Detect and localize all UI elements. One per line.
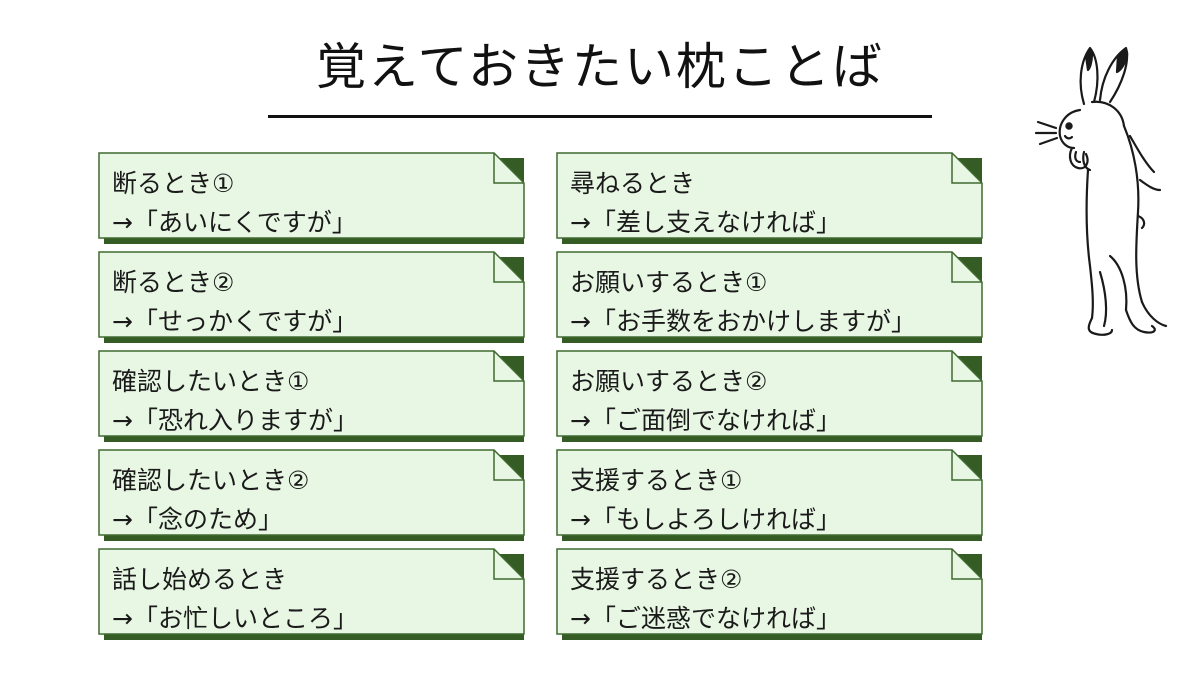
card-situation: お願いするとき① (570, 268, 768, 297)
card-situation: 支援するとき① (570, 466, 743, 495)
phrase-card: 話し始めるとき →「お忙しいところ」 (98, 548, 530, 640)
card-phrase: →「差し支えなければ」 (570, 208, 841, 237)
note-card-shape (556, 449, 983, 541)
note-card-shape (556, 251, 983, 343)
phrase-card: 確認したいとき① →「恐れ入りますが」 (98, 350, 530, 442)
phrase-card: お願いするとき② →「ご面倒でなければ」 (556, 350, 988, 442)
card-phrase: →「もしよろしければ」 (570, 505, 841, 534)
note-card-shape (556, 548, 983, 640)
card-phrase: →「あいにくですが」 (112, 208, 357, 237)
card-situation: 話し始めるとき (112, 565, 288, 594)
card-phrase: →「お忙しいところ」 (112, 604, 358, 633)
phrase-card: 断るとき① →「あいにくですが」 (98, 152, 530, 244)
phrase-card: 支援するとき② →「ご迷惑でなければ」 (556, 548, 988, 640)
card-phrase: →「ご迷惑でなければ」 (570, 604, 841, 633)
card-phrase: →「ご面倒でなければ」 (570, 406, 841, 435)
card-situation: 断るとき① (112, 169, 235, 198)
note-card-shape (98, 152, 525, 244)
card-phrase: →「お手数をおかけしますが」 (570, 307, 916, 336)
note-card-shape (98, 548, 525, 640)
note-card-shape (98, 350, 525, 442)
card-phrase: →「恐れ入りますが」 (112, 406, 358, 435)
card-situation: お願いするとき② (570, 367, 768, 396)
phrase-card: 尋ねるとき →「差し支えなければ」 (556, 152, 988, 244)
card-situation: 断るとき② (112, 268, 235, 297)
phrase-card: 支援するとき① →「もしよろしければ」 (556, 449, 988, 541)
card-situation: 確認したいとき② (112, 466, 310, 495)
phrase-card: お願いするとき① →「お手数をおかけしますが」 (556, 251, 988, 343)
note-card-shape (98, 449, 525, 541)
card-situation: 尋ねるとき (570, 169, 696, 198)
rabbit-illustration-icon (1034, 46, 1168, 336)
card-situation: 確認したいとき① (112, 367, 310, 396)
note-card-shape (556, 350, 983, 442)
card-phrase: →「せっかくですが」 (112, 307, 358, 336)
title-underline (268, 115, 932, 118)
card-situation: 支援するとき② (570, 565, 743, 594)
note-card-shape (98, 251, 525, 343)
note-card-shape (556, 152, 983, 244)
page-title: 覚えておきたい枕ことば (316, 38, 884, 96)
phrase-card: 断るとき② →「せっかくですが」 (98, 251, 530, 343)
phrase-card: 確認したいとき② →「念のため」 (98, 449, 530, 541)
card-phrase: →「念のため」 (112, 505, 283, 534)
